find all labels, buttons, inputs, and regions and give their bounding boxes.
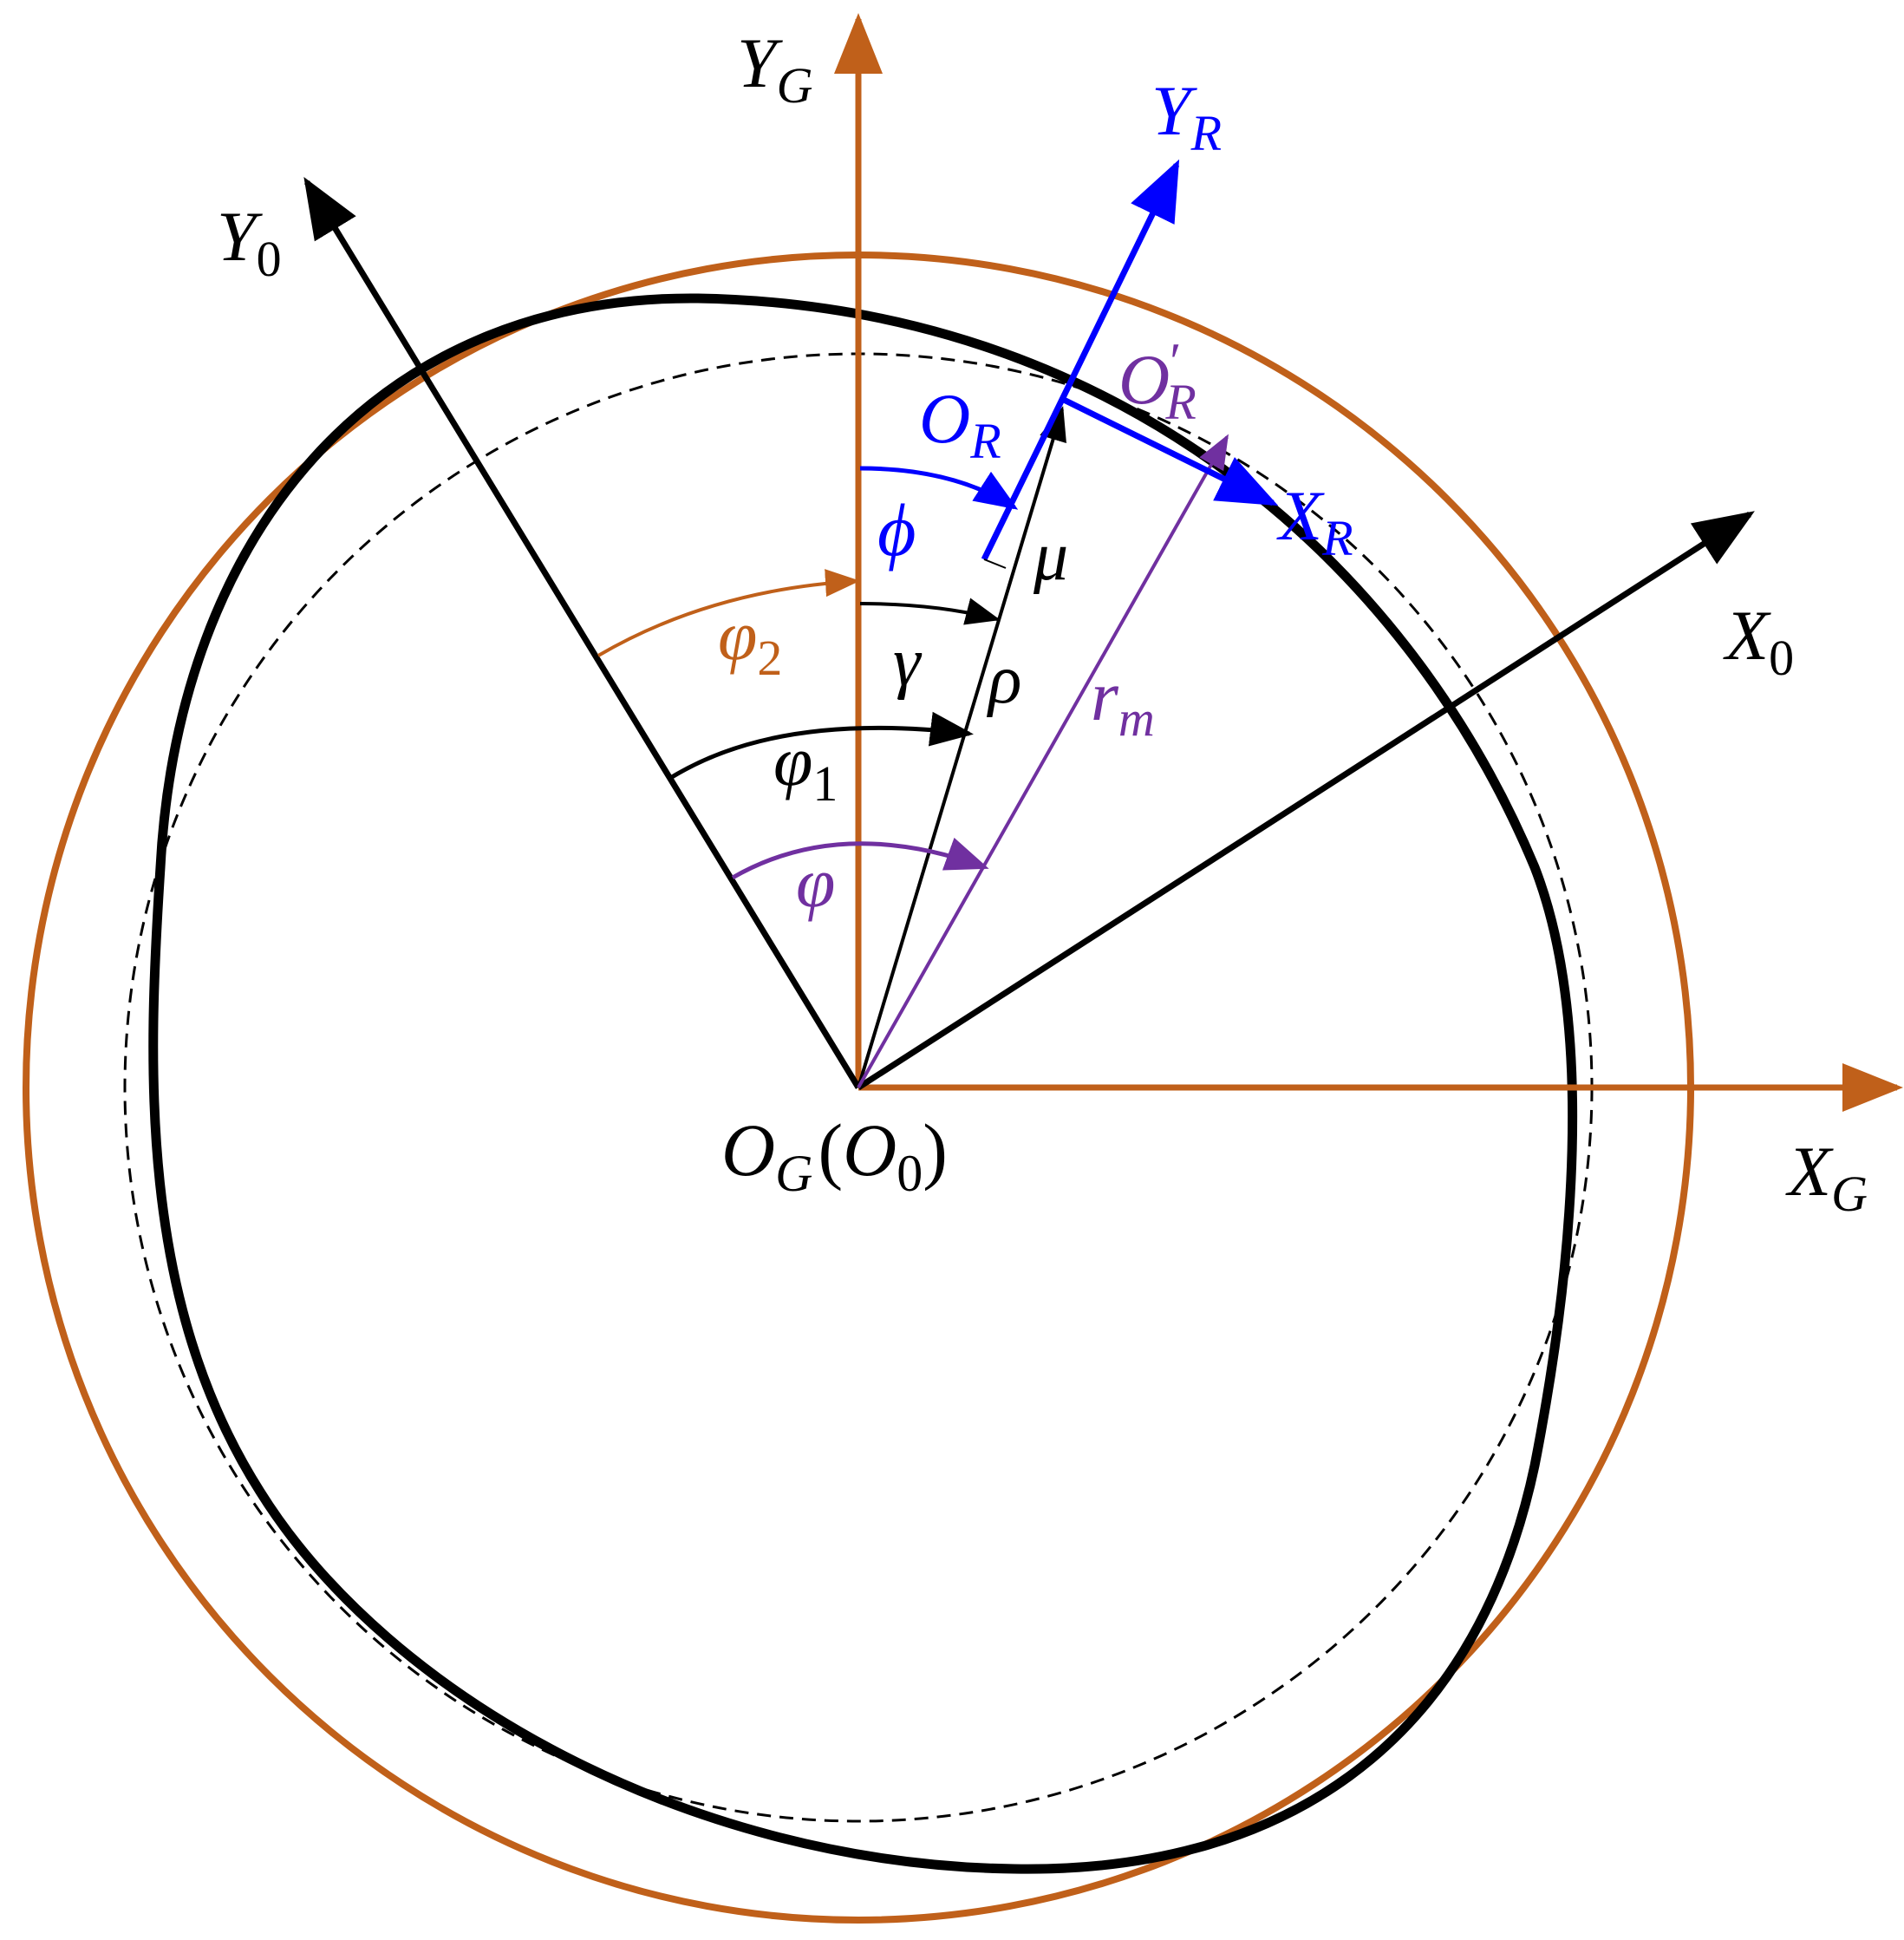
label-xg: XG — [1785, 1132, 1868, 1222]
phi-small-arc — [859, 466, 1019, 510]
label-mu: μ — [1033, 519, 1068, 595]
label-yr: YR — [1151, 71, 1222, 161]
label-phi-small: ϕ — [877, 488, 916, 572]
label-gamma: γ — [893, 624, 923, 701]
label-varphi: φ — [796, 843, 835, 922]
label-rm: rm — [1091, 656, 1155, 747]
varphi-arc — [731, 837, 989, 880]
phi1-arc — [670, 711, 974, 780]
label-yg: YG — [737, 23, 813, 114]
label-or: OR — [919, 379, 1001, 469]
rho-vector — [857, 406, 1066, 1088]
label-y0: Y0 — [217, 197, 282, 287]
phi2-arc — [597, 569, 860, 657]
gamma-arc — [859, 598, 1001, 625]
label-xr: XR — [1276, 476, 1353, 566]
label-origin: OG(O0) — [721, 1108, 948, 1202]
x0-axis — [857, 511, 1755, 1090]
label-or-prime: O′R — [1118, 333, 1197, 430]
mu-tick — [983, 558, 1007, 569]
label-x0: X0 — [1723, 596, 1794, 686]
body-contour — [148, 293, 1578, 1874]
label-rho: ρ — [986, 642, 1021, 718]
xr-axis — [1060, 395, 1279, 506]
label-phi1: φ1 — [773, 722, 838, 812]
y0-axis — [303, 177, 861, 1089]
rm-vector — [857, 434, 1229, 1088]
label-phi2: φ2 — [718, 596, 782, 686]
